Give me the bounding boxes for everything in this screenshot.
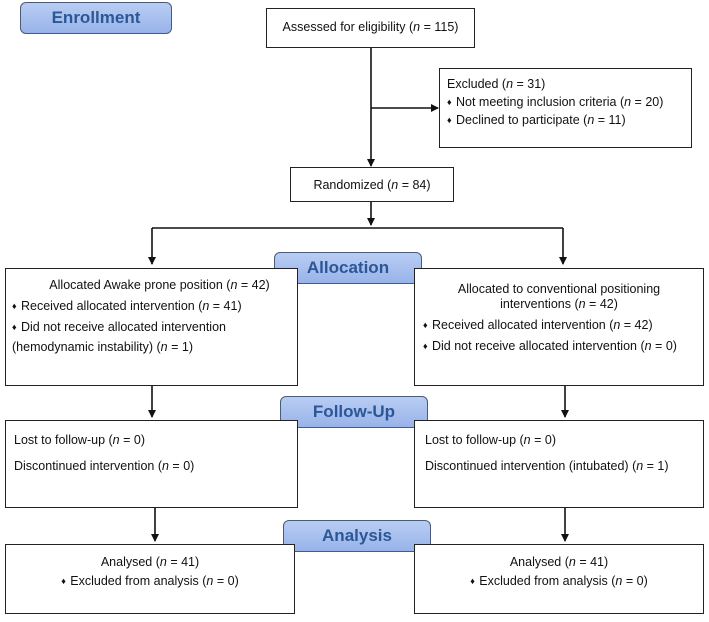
right-analysed: Analysed (n = 41) — [509, 555, 609, 569]
left-allocation-title: Allocated Awake prone position (n = 42) — [49, 278, 270, 292]
right-analysis-box: Analysed (n = 41) Excluded from analysis… — [414, 544, 704, 614]
left-analysis-box: Analysed (n = 41) Excluded from analysis… — [5, 544, 295, 614]
right-allocation-title-cont: interventions (n = 42) — [500, 297, 618, 311]
right-follow-up-box: Lost to follow-up (n = 0) Discontinued i… — [414, 420, 704, 508]
right-allocation-title: Allocated to conventional positioning — [457, 282, 661, 296]
left-excluded-from-analysis: Excluded from analysis (n = 0) — [6, 574, 294, 589]
right-allocation-box: Allocated to conventional positioning in… — [414, 268, 704, 386]
excluded-item: Declined to participate (n = 11) — [447, 113, 691, 128]
left-allocation-item: Received allocated intervention (n = 41) — [12, 299, 297, 314]
right-lost-to-follow-up: Lost to follow-up (n = 0) — [425, 433, 556, 447]
left-allocation-item-cont: (hemodynamic instability) (n = 1) — [12, 340, 193, 354]
excluded-item: Not meeting inclusion criteria (n = 20) — [447, 95, 691, 110]
right-discontinued: Discontinued intervention (intubated) (n… — [425, 459, 669, 473]
excluded-title: Excluded (n = 31) — [447, 77, 546, 91]
randomized-text: Randomized (n = 84) — [313, 178, 431, 192]
right-allocation-item: Received allocated intervention (n = 42) — [423, 318, 703, 333]
left-lost-to-follow-up: Lost to follow-up (n = 0) — [14, 433, 145, 447]
left-allocation-item: Did not receive allocated intervention — [12, 320, 297, 335]
excluded-box: Excluded (n = 31) Not meeting inclusion … — [439, 68, 692, 148]
left-analysed: Analysed (n = 41) — [100, 555, 200, 569]
left-discontinued: Discontinued intervention (n = 0) — [14, 459, 195, 473]
stage-enrollment: Enrollment — [20, 2, 172, 34]
right-excluded-from-analysis: Excluded from analysis (n = 0) — [415, 574, 703, 589]
randomized-box: Randomized (n = 84) — [290, 167, 454, 202]
assessed-text: Assessed for eligibility (n = 115) — [282, 20, 459, 34]
left-allocation-box: Allocated Awake prone position (n = 42) … — [5, 268, 298, 386]
assessed-box: Assessed for eligibility (n = 115) — [266, 8, 475, 48]
stage-analysis: Analysis — [283, 520, 431, 552]
right-allocation-item: Did not receive allocated intervention (… — [423, 339, 703, 354]
left-follow-up-box: Lost to follow-up (n = 0) Discontinued i… — [5, 420, 298, 508]
stage-follow-up: Follow-Up — [280, 396, 428, 428]
